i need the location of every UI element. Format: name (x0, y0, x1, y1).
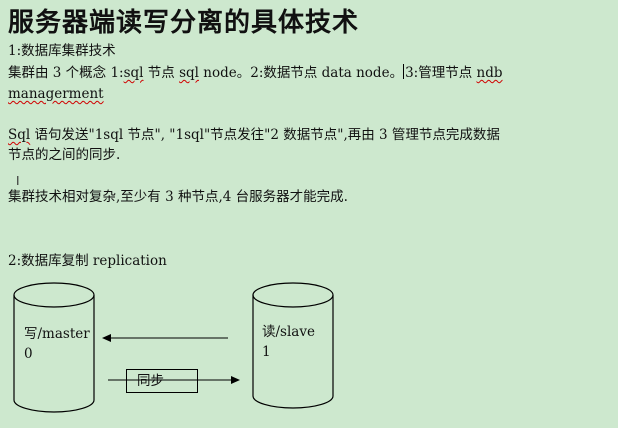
misspelled-word: sql (123, 65, 144, 81)
i-beam-cursor-icon: I (16, 174, 20, 188)
replication-diagram (13, 282, 334, 413)
master-db-cylinder-icon (13, 282, 95, 413)
slave-db-cylinder-icon (252, 282, 334, 409)
cluster-concepts-line: 集群由 3 个概念 1:sql 节点 sql node。2:数据节点 data … (8, 64, 503, 82)
sql-flow-line-2: 节点的之间的同步. (8, 147, 121, 163)
misspelled-word: Sql (8, 127, 31, 143)
sync-label: 同步 (137, 373, 164, 389)
misspelled-word: sql (179, 65, 199, 81)
misspelled-word-managerment: managerment (8, 86, 104, 102)
text-run: 节点 (143, 65, 180, 81)
arrow-left-icon (102, 334, 228, 342)
misspelled-word: ndb (476, 65, 503, 81)
text-run: node。2:数据节点 data node。 (198, 65, 404, 81)
slave-id: 1 (262, 344, 271, 360)
sql-flow-line: Sql 语句发送"1sql 节点", "1sql"节点发往"2 数据节点",再由… (8, 126, 500, 144)
master-label: 写/master (24, 326, 90, 342)
text-caret (403, 64, 405, 79)
section1-heading: 1:数据库集群技术 (8, 43, 116, 59)
arrow-right-icon (108, 376, 240, 384)
page-title: 服务器端读写分离的具体技术 (8, 8, 360, 38)
section2-heading: 2:数据库复制 replication (8, 253, 167, 269)
cluster-complexity-line: 集群技术相对复杂,至少有 3 种节点,4 台服务器才能完成. (8, 189, 348, 205)
text-run: 语句发送"1sql 节点", "1sql"节点发往"2 数据节点",再由 3 管… (30, 127, 500, 143)
slave-label: 读/slave (262, 324, 315, 340)
text-run: 3:管理节点 (405, 65, 477, 81)
text-run: 集群由 3 个概念 1: (8, 65, 124, 81)
sync-box: 同步 (126, 369, 198, 393)
master-id: 0 (24, 346, 33, 362)
